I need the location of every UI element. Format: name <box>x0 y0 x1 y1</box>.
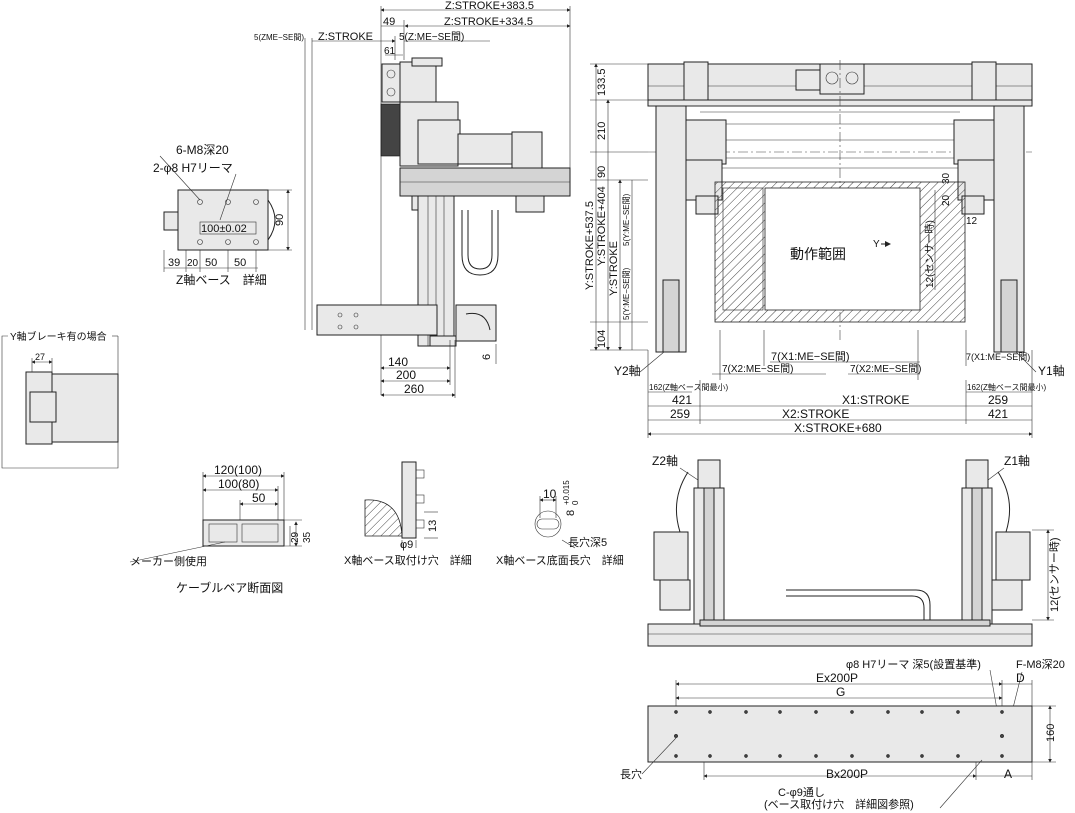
z162-left: 162(Z軸ベース間最小) <box>649 382 728 392</box>
x-slot-caption: X軸ベース底面長穴 詳細 <box>496 553 624 567</box>
z-base-20: 20 <box>187 258 199 269</box>
plate-bx: Bx200P <box>826 767 868 781</box>
x-slot-8: 8 <box>565 510 577 516</box>
dim-x2-stroke: X2:STROKE <box>782 407 849 421</box>
plate-reamer: φ8 H7リーマ 深5(設置基準) <box>846 657 981 671</box>
x1-me-se-label: 7(X1:ME−SE間) <box>771 350 850 363</box>
dim-yme-bottom: 5(Y:ME−SE間) <box>622 267 631 320</box>
plate-160: 160 <box>1045 724 1057 742</box>
plate-slot: 長穴 <box>620 767 642 781</box>
z-base-reamer: 2-φ8 H7リーマ <box>153 161 233 175</box>
z1-axis-label: Z1軸 <box>1004 454 1030 468</box>
dim-ystroke: Y:STROKE <box>608 241 620 296</box>
dim-259-left: 259 <box>670 407 690 421</box>
dim-x1-stroke: X1:STROKE <box>842 393 909 407</box>
x-hole-phi9: φ9 <box>400 539 413 551</box>
plate-ex: Ex200P <box>816 671 858 685</box>
dim-x-stroke: X:STROKE+680 <box>794 421 882 435</box>
sensor-12-front: 12(センサー時) <box>1048 537 1061 612</box>
dim-zme-se-left: 5(ZME−SE間) <box>254 33 304 42</box>
z-base-39: 39 <box>168 257 180 269</box>
y-arrow-label: Y <box>873 239 880 250</box>
dim-90: 90 <box>596 166 608 178</box>
dim-140: 140 <box>388 355 408 369</box>
dim-6: 6 <box>481 354 493 360</box>
dim-200: 200 <box>396 368 416 382</box>
x-hole-caption: X軸ベース取付け穴 詳細 <box>344 553 472 567</box>
dim-104: 104 <box>596 330 608 348</box>
dim-z-stroke-383: Z:STROKE+383.5 <box>445 0 534 12</box>
z-base-50b: 50 <box>234 257 246 269</box>
y-brake-title: Y軸ブレーキ有の場合 <box>10 330 107 343</box>
x1-me-se-right: 7(X1:ME−SE間) <box>966 352 1030 362</box>
y-brake-27: 27 <box>35 352 45 362</box>
dim-z-stroke: Z:STROKE <box>318 31 373 43</box>
cable-bear-120: 120(100) <box>214 463 262 477</box>
plate-c9: C-φ9通し <box>778 786 825 799</box>
x2-me-se-right: 7(X2:ME−SE間) <box>850 363 921 375</box>
x-hole-13: 13 <box>427 520 439 532</box>
dim-421-left: 421 <box>672 393 692 407</box>
plate-a: A <box>1004 767 1012 781</box>
cable-bear-section: 120(100) 100(80) 50 29 35 メーカー側使用 ケーブルベア… <box>129 463 313 595</box>
x-base-slot-detail: 10 8 +0.015 0 長穴深5 X軸ベース底面長穴 詳細 <box>496 480 624 567</box>
cable-bear-35: 35 <box>302 531 313 543</box>
x2-me-se-left: 7(X2:ME−SE間) <box>722 363 793 375</box>
plate-c9-note: (ベース取付け穴 詳細図参照) <box>764 797 914 811</box>
z-base-m8: 6-M8深20 <box>176 143 229 157</box>
y-brake-detail: Y軸ブレーキ有の場合 27 <box>1 330 119 469</box>
dim-z-stroke-334: Z:STROKE+334.5 <box>444 16 533 28</box>
x-slot-10: 10 <box>543 487 557 501</box>
cable-bear-100: 100(80) <box>218 477 259 491</box>
z-axis-side-view: Z:STROKE+383.5 Z:STROKE+334.5 49 Z:STROK… <box>254 0 571 398</box>
x-slot-tol: +0.015 <box>562 480 571 505</box>
cable-bear-caption: ケーブルベア断面図 <box>176 580 283 595</box>
dim-260: 260 <box>404 382 424 396</box>
dim-133: 133.5 <box>596 68 608 96</box>
dim-12: 12 <box>966 216 978 227</box>
cable-bear-maker: メーカー側使用 <box>130 555 207 568</box>
z-base-90: 90 <box>274 214 286 226</box>
dim-49: 49 <box>383 16 395 28</box>
x-slot-tol0: 0 <box>571 500 580 505</box>
dim-yme-top: 5(Y:ME−SE間) <box>622 193 631 246</box>
dim-y537: Y:STROKE+537.5 <box>584 201 596 290</box>
dim-259-right: 259 <box>988 393 1008 407</box>
operating-range-label: 動作範囲 <box>790 246 846 262</box>
plate-g: G <box>836 685 845 699</box>
dim-210: 210 <box>596 122 608 140</box>
z-base-caption: Z軸ベース 詳細 <box>176 272 267 287</box>
z-base-100: 100±0.02 <box>201 223 247 235</box>
sensor-12-top: 12(センサー時) <box>924 220 936 288</box>
front-view: Z2軸 Z1軸 12(センサー時) <box>647 454 1061 647</box>
y1-axis-label: Y1軸 <box>1038 364 1065 378</box>
top-view: 133.5 210 90 104 Y:STROKE+537.5 Y:STROKE… <box>584 60 1065 438</box>
dim-y404: Y:STROKE+404 <box>596 186 608 266</box>
plate-d: D <box>1016 671 1025 685</box>
dim-30: 30 <box>941 172 952 184</box>
y2-axis-label: Y2軸 <box>614 364 641 378</box>
z-base-detail: 6-M8深20 2-φ8 H7リーマ 100±0.02 90 39 20 50 … <box>153 143 292 287</box>
base-plate: φ8 H7リーマ 深5(設置基準) F-M8深20 Ex200P D G 160… <box>620 657 1065 811</box>
dim-zme-se-right: 5(Z:ME−SE間) <box>399 31 464 43</box>
x-slot-depth: 長穴深5 <box>568 535 607 549</box>
dim-61: 61 <box>384 46 396 57</box>
cable-bear-50: 50 <box>252 491 266 505</box>
dim-421-right: 421 <box>988 407 1008 421</box>
z2-axis-label: Z2軸 <box>652 454 678 468</box>
cable-bear-29: 29 <box>290 531 301 543</box>
dim-20: 20 <box>941 194 952 206</box>
z162-right: 162(Z軸ベース間最小) <box>967 382 1046 392</box>
z-base-50a: 50 <box>205 257 217 269</box>
plate-fm8: F-M8深20 <box>1016 658 1065 671</box>
x-base-hole-detail: φ9 13 X軸ベース取付け穴 詳細 <box>344 461 472 567</box>
